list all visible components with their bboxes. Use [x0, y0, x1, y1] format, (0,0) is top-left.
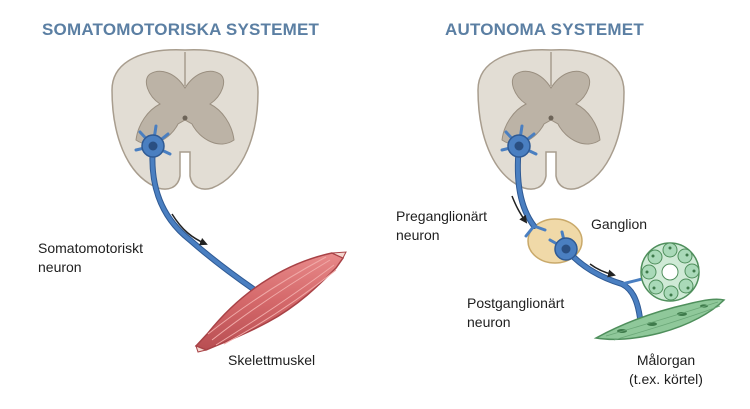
label-line: Postganglionärt: [467, 295, 565, 311]
label-target-organ: Målorgan (t.ex. körtel): [612, 351, 720, 389]
postganglionic-neuron: [548, 230, 658, 328]
spinal-cord-section-somatic: [111, 49, 259, 190]
skeletal-muscle: [194, 251, 347, 353]
impulse-arrow-postganglionic: [589, 263, 616, 278]
label-line: neuron: [467, 314, 511, 330]
gland: [640, 242, 700, 302]
label-line: (t.ex. körtel): [629, 371, 703, 387]
impulse-arrow-somatic: [171, 213, 208, 246]
label-skeletal-muscle: Skelettmuskel: [228, 352, 316, 368]
somatic-system-title: SOMATOMOTORISKA SYSTEMET: [42, 20, 320, 39]
label-line: Målorgan: [636, 352, 696, 368]
label-line: neuron: [396, 227, 440, 243]
label-line: neuron: [38, 259, 82, 275]
autonomic-system-title: AUTONOMA SYSTEMET: [445, 20, 644, 39]
label-postganglionic-neuron: Postganglionärt neuron: [467, 294, 564, 332]
label-line: Somatomotoriskt: [38, 240, 144, 256]
smooth-muscle-tissue: [593, 298, 726, 341]
label-preganglionic-neuron: Preganglionärt neuron: [396, 207, 487, 245]
label-somatomotor-neuron: Somatomotoriskt neuron: [38, 239, 143, 277]
label-line: Preganglionärt: [396, 208, 488, 224]
preganglionic-neuron: [500, 124, 547, 238]
spinal-cord-section-autonomic: [477, 49, 625, 190]
impulse-arrow-preganglionic: [511, 195, 528, 224]
label-ganglion: Ganglion: [591, 216, 648, 232]
